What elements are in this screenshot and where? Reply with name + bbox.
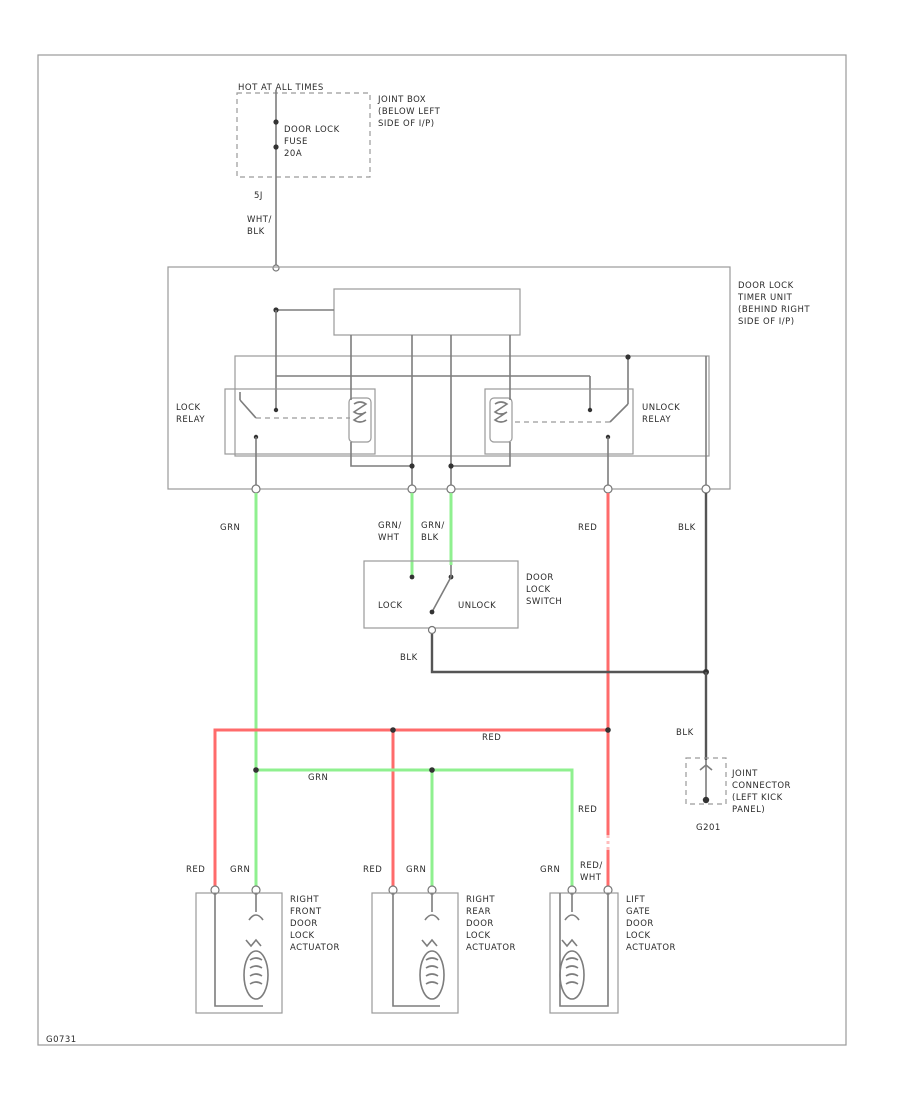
lg-actuator-brush: [561, 938, 578, 948]
lock-coil-return: [350, 442, 412, 467]
rr-actuator-label: RIGHT REAR DOOR LOCK ACTUATOR: [466, 895, 516, 953]
joint-box-outline: [236, 92, 371, 178]
rr-actuator-contact: [424, 914, 440, 921]
rr-actuator-motor-winding: [425, 957, 439, 985]
diagram-frame: [37, 54, 847, 1046]
lock-coil-splice: [409, 463, 415, 469]
rf-actuator-contact: [248, 914, 264, 921]
unlock-coil-return: [451, 442, 511, 467]
joint-connector-label: JOINT CONNECTOR (LEFT KICK PANEL): [731, 769, 794, 815]
rr-red-label: RED: [363, 865, 382, 875]
lg-actuator-motor-icon: [559, 950, 585, 1000]
joint-connector-pin: [699, 763, 713, 771]
grn-blk-wire-label: GRN/ BLK: [421, 521, 448, 543]
grn-wire-label: GRN: [220, 523, 240, 533]
fuse-label: DOOR LOCK FUSE 20A: [284, 125, 343, 159]
grn-distribution-label: GRN: [308, 773, 328, 783]
ground-label: G201: [696, 823, 721, 833]
timer-connector-grn-wht: [407, 484, 417, 494]
relay-ground-splice: [625, 354, 631, 360]
unlock-relay-terminal-b: [587, 407, 593, 413]
wht-blk-wire-label: WHT/ BLK: [247, 215, 275, 237]
switch-lock-position: LOCK: [378, 601, 403, 611]
rf-actuator-label: RIGHT FRONT DOOR LOCK ACTUATOR: [290, 895, 340, 953]
hot-at-label: HOT AT ALL TIMES: [238, 83, 324, 93]
lg-actuator-label: LIFT GATE DOOR LOCK ACTUATOR: [626, 895, 676, 953]
joint-connector-outline: [685, 757, 727, 805]
lock-relay-box: [224, 388, 376, 455]
lock-relay-label: LOCK RELAY: [176, 403, 205, 425]
lg-actuator-motor-winding: [565, 957, 579, 985]
switch-lock-contact: [409, 574, 415, 580]
lg-grn-label: GRN: [540, 865, 560, 875]
timer-input-connector: [272, 264, 280, 272]
rf-actuator-brush: [245, 938, 262, 948]
unlock-relay-box: [484, 388, 634, 455]
rr-actuator-internal: [392, 893, 440, 1007]
switch-pivot: [429, 609, 435, 615]
rr-actuator-brush: [421, 938, 438, 948]
red-liftgate-label: RED: [578, 805, 597, 815]
grn-splice-rear: [429, 767, 435, 773]
timer-connector-red: [603, 484, 613, 494]
blk-ground-wire-label: BLK: [676, 728, 694, 738]
red-wire-label-top: RED: [578, 523, 597, 533]
lock-relay-coil-winding: [352, 401, 368, 423]
door-lock-switch-box: [363, 560, 519, 629]
rf-red-label: RED: [186, 865, 205, 875]
door-lock-switch-label: DOOR LOCK SWITCH: [526, 573, 562, 607]
timer-connector-grn: [251, 484, 261, 494]
blk-wire-label-top: BLK: [678, 523, 696, 533]
relay-enclosure: [234, 355, 710, 457]
switch-ground-connector: [427, 625, 437, 635]
lock-relay-terminal-b: [273, 407, 279, 413]
rr-actuator-motor-icon: [419, 950, 445, 1000]
rf-actuator-motor-icon: [243, 950, 269, 1000]
switch-blade: [431, 576, 452, 613]
lg-actuator-internal: [559, 893, 609, 1007]
switch-ground-wire: [430, 634, 706, 674]
fuse-terminal-top: [273, 119, 279, 125]
lock-relay-contact: [239, 399, 257, 419]
figure-id: G0731: [46, 1035, 77, 1045]
blk-switch-wire-label: BLK: [400, 653, 418, 663]
grn-distribution-wire: [256, 768, 574, 888]
unlock-coil-splice: [448, 463, 454, 469]
unlock-relay-coil-winding: [493, 401, 509, 423]
rf-actuator-motor-winding: [249, 957, 263, 985]
rf-actuator-box: [195, 892, 283, 1014]
lock-relay-coil: [348, 397, 372, 443]
timer-connector-grn-blk: [446, 484, 456, 494]
timer-connector-blk: [701, 484, 711, 494]
joint-box-label: JOINT BOX (BELOW LEFT SIDE OF I/P): [377, 95, 444, 129]
lg-actuator-contact: [564, 914, 580, 921]
unlock-relay-label: UNLOCK RELAY: [642, 403, 683, 425]
red-splice-rear: [390, 727, 396, 733]
lg-actuator-box: [549, 892, 619, 1014]
switch-unlock-position: UNLOCK: [458, 601, 496, 611]
rr-grn-label: GRN: [406, 865, 426, 875]
rf-actuator-internal: [214, 893, 263, 1007]
timer-logic-block: [333, 288, 521, 336]
red-splice-liftgate: [605, 727, 611, 733]
rf-grn-label: GRN: [230, 865, 250, 875]
red-distribution-wire: [213, 728, 608, 888]
red-distribution-label: RED: [482, 733, 501, 743]
ground-terminal: [702, 796, 710, 804]
fuse-pin-label: 5J: [254, 191, 263, 201]
grn-splice-front: [253, 767, 259, 773]
rr-actuator-box: [371, 892, 459, 1014]
grn-wht-wire-label: GRN/ WHT: [378, 521, 405, 543]
unlock-relay-contact: [609, 403, 629, 423]
timer-unit-label: DOOR LOCK TIMER UNIT (BEHIND RIGHT SIDE …: [737, 281, 813, 327]
lg-red-wht-label: RED/ WHT: [580, 861, 606, 883]
fuse-terminal-bottom: [273, 144, 279, 150]
unlock-relay-coil: [489, 397, 513, 443]
